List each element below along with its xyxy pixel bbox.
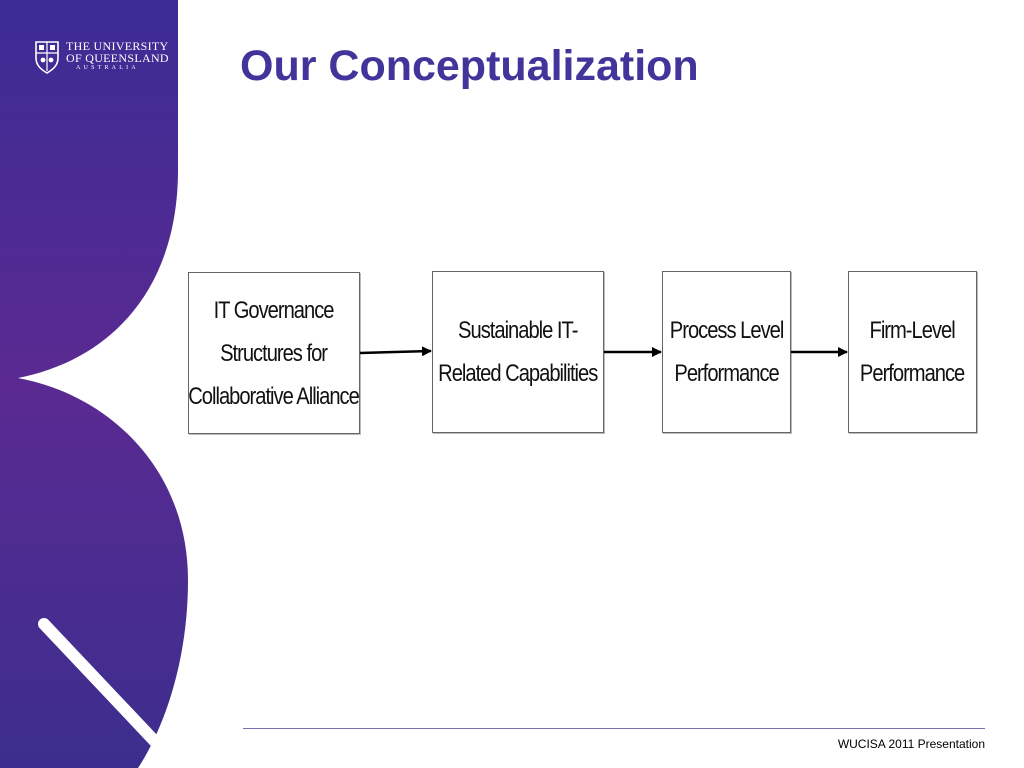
node-sustainable-capabilities: Sustainable IT- Related Capabilities xyxy=(432,271,604,433)
node-text-line: Performance xyxy=(674,360,779,387)
page-title: Our Conceptualization xyxy=(240,42,699,90)
node-process-performance: Process Level Performance xyxy=(662,271,791,433)
node-text-line: Performance xyxy=(860,360,965,387)
logo-line-1: THE UNIVERSITY xyxy=(66,39,169,53)
node-text-line: Process Level xyxy=(669,317,785,344)
node-text-line: Collaborative Alliance xyxy=(188,382,361,410)
footer-text: WUCISA 2011 Presentation xyxy=(837,737,985,751)
node-text-line: Firm-Level xyxy=(869,317,956,344)
node-label: Process Level Performance xyxy=(669,309,785,395)
logo-line-3: AUSTRALIA xyxy=(76,65,139,71)
node-text-line: IT Governance xyxy=(214,296,335,324)
node-firm-performance: Firm-Level Performance xyxy=(848,271,977,433)
node-text-line: Sustainable IT- xyxy=(458,317,578,344)
node-text-line: Related Capabilities xyxy=(438,360,598,387)
university-logo: THE UNIVERSITY OF QUEENSLAND AUSTRALIA xyxy=(34,40,169,74)
logo-line-2: OF QUEENSLAND xyxy=(66,51,169,65)
footer-divider xyxy=(243,728,985,729)
node-label: IT Governance Structures for Collaborati… xyxy=(188,289,361,418)
node-label: Firm-Level Performance xyxy=(860,309,965,395)
crest-icon xyxy=(35,41,59,74)
node-it-governance: IT Governance Structures for Collaborati… xyxy=(188,272,360,434)
node-text-line: Structures for xyxy=(220,339,329,367)
node-label: Sustainable IT- Related Capabilities xyxy=(438,309,598,395)
